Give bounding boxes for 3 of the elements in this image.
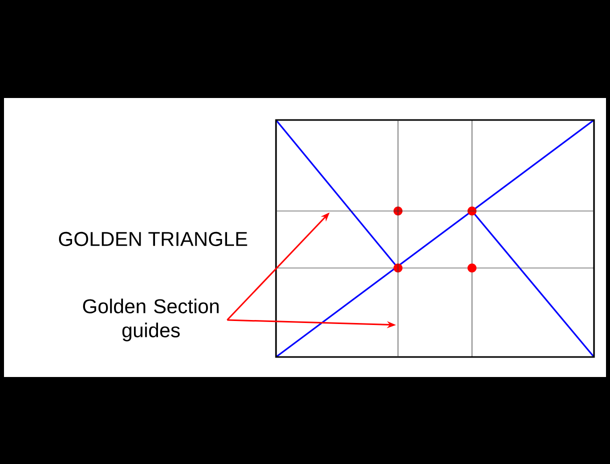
caption-text: Golden Section guides <box>83 298 219 342</box>
guide-line <box>276 210 594 212</box>
heading-text: GOLDEN TRIANGLE <box>59 232 248 246</box>
